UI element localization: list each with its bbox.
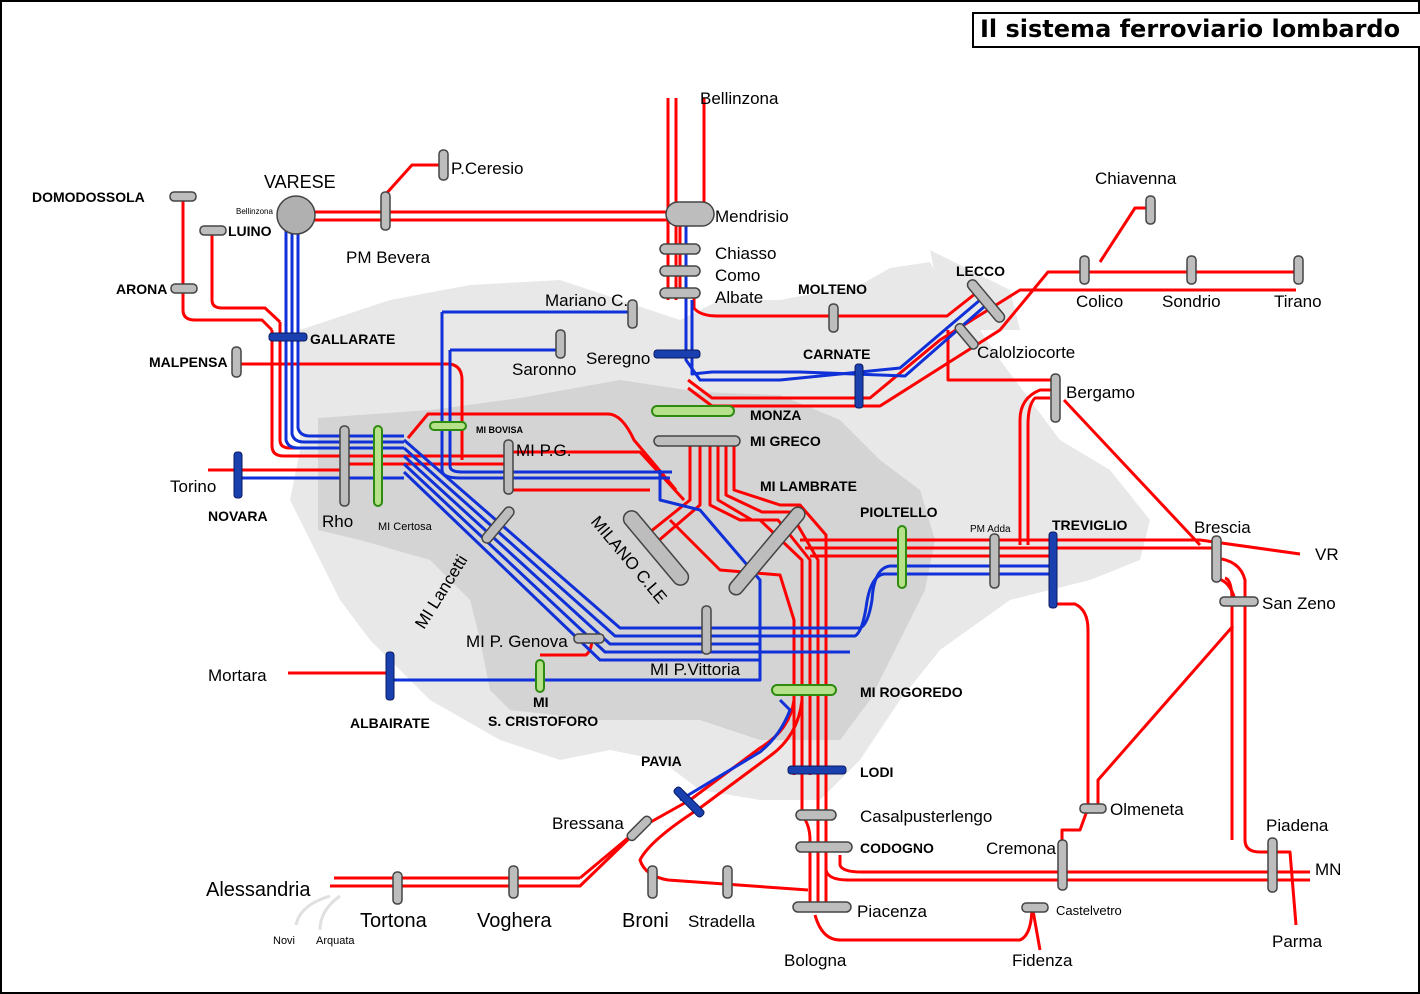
label-mi-p-vittoria: MI P.Vittoria (650, 660, 741, 679)
label-carnate: CARNATE (803, 346, 870, 362)
label-gallarate: GALLARATE (310, 331, 395, 347)
label-cremona: Cremona (986, 839, 1056, 858)
label-mariano: Mariano C. (545, 291, 628, 310)
green-nodes (373, 405, 907, 696)
label-colico: Colico (1076, 292, 1123, 311)
label-mortara: Mortara (208, 666, 267, 685)
blue-nodes (233, 332, 1058, 818)
label-como: Como (715, 266, 760, 285)
label-varese: VARESE (264, 172, 336, 192)
label-novi: Novi (273, 935, 295, 947)
angled-markers (276, 195, 1006, 842)
label-codogno: CODOGNO (860, 840, 934, 856)
label-treviglio: TREVIGLIO (1052, 517, 1128, 533)
label-domodossola: DOMODOSSOLA (32, 189, 145, 205)
label-mi-s-cristoforo-2: S. CRISTOFORO (488, 713, 598, 729)
label-san-zeno: San Zeno (1262, 594, 1336, 613)
label-arquata: Arquata (316, 935, 355, 947)
label-mi-greco: MI GRECO (750, 433, 821, 449)
label-calolziocorte: Calolziocorte (977, 343, 1075, 362)
label-saronno: Saronno (512, 360, 576, 379)
label-novara: NOVARA (208, 508, 268, 524)
label-mi-lambrate: MI LAMBRATE (760, 478, 857, 494)
label-alessandria: Alessandria (206, 879, 311, 901)
station-markers (169, 149, 1304, 913)
label-bressana: Bressana (552, 814, 624, 833)
label-mn: MN (1315, 860, 1341, 879)
label-rho: Rho (322, 512, 353, 531)
label-broni: Broni (622, 910, 669, 932)
label-pioltello: PIOLTELLO (860, 504, 938, 520)
label-pm-adda: PM Adda (970, 524, 1011, 535)
fs-network (181, 98, 1310, 951)
label-mi-bovisa: MI BOVISA (476, 425, 524, 435)
label-albairate: ALBAIRATE (350, 715, 430, 731)
label-luino: LUINO (228, 223, 272, 239)
label-bergamo: Bergamo (1066, 383, 1135, 402)
label-mi-certosa: MI Certosa (378, 521, 433, 533)
label-fidenza: Fidenza (1012, 951, 1073, 970)
label-torino: Torino (170, 477, 216, 496)
label-tortona: Tortona (360, 910, 428, 932)
label-sondrio: Sondrio (1162, 292, 1221, 311)
label-olmeneta: Olmeneta (1110, 800, 1184, 819)
label-bologna: Bologna (784, 951, 847, 970)
label-casalpusterlengo: Casalpusterlengo (860, 807, 992, 826)
label-lecco: LECCO (956, 263, 1005, 279)
label-monza: MONZA (750, 407, 801, 423)
label-mendrisio: Mendrisio (715, 207, 789, 226)
label-bellinzona-small: Bellinzona (236, 207, 273, 216)
label-molteno: MOLTENO (798, 281, 867, 297)
map-title: Il sistema ferroviario lombardo (980, 15, 1401, 43)
label-mi-p-genova: MI P. Genova (466, 632, 568, 651)
label-mi-pg: MI P.G. (516, 441, 571, 460)
label-voghera: Voghera (477, 910, 552, 932)
label-bellinzona: Bellinzona (700, 89, 779, 108)
label-albate: Albate (715, 288, 763, 307)
label-seregno: Seregno (586, 349, 650, 368)
label-piadena: Piadena (1266, 816, 1329, 835)
label-arona: ARONA (116, 281, 167, 297)
label-brescia: Brescia (1194, 518, 1251, 537)
label-piacenza: Piacenza (857, 902, 927, 921)
label-mi-rogoredo: MI ROGOREDO (860, 684, 963, 700)
label-parma: Parma (1272, 932, 1323, 951)
label-stradella: Stradella (688, 912, 756, 931)
label-vr: VR (1315, 545, 1339, 564)
label-pm-bevera: PM Bevera (346, 248, 431, 267)
minor-lines (294, 894, 341, 931)
title-box: Il sistema ferroviario lombardo (972, 12, 1420, 48)
label-tirano: Tirano (1274, 292, 1322, 311)
label-mi-s-cristoforo-1: MI (533, 694, 549, 710)
label-chiavenna: Chiavenna (1095, 169, 1177, 188)
label-malpensa: MALPENSA (149, 354, 228, 370)
label-chiasso: Chiasso (715, 244, 776, 263)
label-pavia: PAVIA (641, 753, 682, 769)
label-lodi: LODI (860, 764, 893, 780)
label-castelvetro: Castelvetro (1056, 903, 1122, 918)
inner-area (318, 380, 935, 740)
label-p-ceresio: P.Ceresio (451, 159, 523, 178)
